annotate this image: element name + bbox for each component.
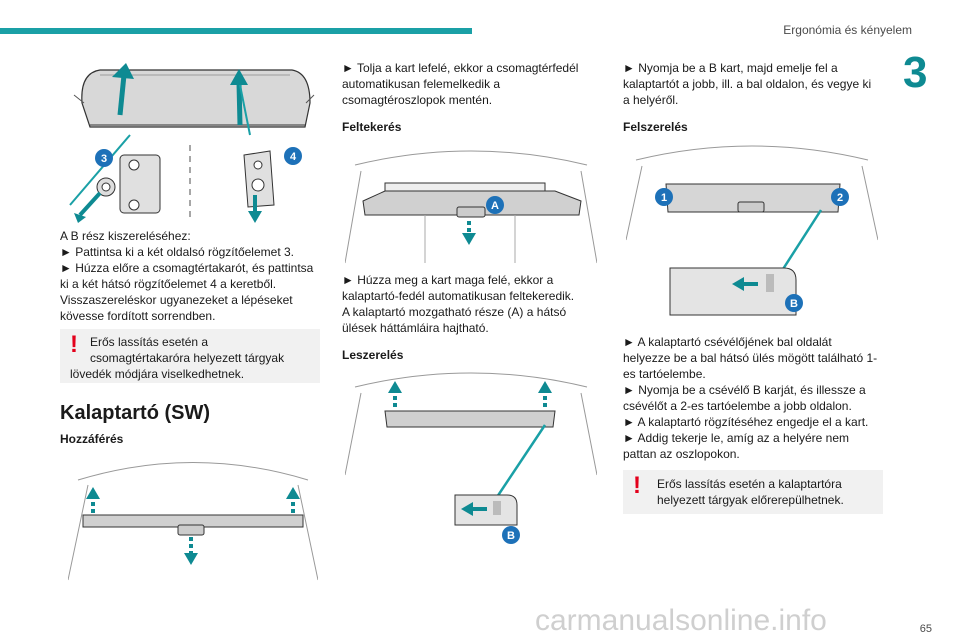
heading-install: Felszerelés — [623, 120, 688, 134]
figure-label-2: 2 — [837, 192, 843, 204]
column-2: ► Tolja a kart lefelé, ekkor a csomagtér… — [342, 60, 612, 134]
step-2b: ki a két hátsó rögzítőelemet 4 a keretbő… — [60, 277, 277, 291]
c2-p2d: ülések háttámláira hajtható. — [342, 321, 489, 335]
column-3: ► Nyomja be a B kart, majd emelje fel a … — [623, 60, 893, 134]
c2-p2a: ► Húzza meg a kart maga felé, ekkor a — [342, 273, 554, 287]
section-title-sw: Kalaptartó (SW) — [60, 402, 210, 424]
c3-p2b: helyezze be a bal hátsó ülés mögött talá… — [623, 351, 878, 365]
warning-box-2: ! Erős lassítás esetén a kalaptartóra he… — [623, 470, 883, 514]
c3-p5a: ► Addig tekerje le, amíg az a helyére ne… — [623, 431, 849, 445]
c2-p1b: automatikusan felemelkedik a — [342, 77, 501, 91]
c2-p1a: ► Tolja a kart lefelé, ekkor a csomagtér… — [342, 61, 579, 75]
page-number: 65 — [919, 623, 932, 635]
chapter-title: Ergonómia és kényelem — [783, 23, 912, 37]
figure-label-b-2: B — [790, 298, 798, 310]
reinstall-a: Visszaszereléskor ugyanezeket a lépéseke… — [60, 293, 293, 307]
c3-p5b: pattan az oszlopokon. — [623, 447, 740, 461]
c2-p1c: csomagtéroszlopok mentén. — [342, 93, 493, 107]
c2-p2c: A kalaptartó mozgatható része (A) a háts… — [342, 305, 567, 319]
warning-1a: Erős lassítás esetén a — [90, 335, 209, 349]
c2-p2b: kalaptartó-fedél automatikusan feltekere… — [342, 289, 575, 303]
c3-p2c: es tartóelembe. — [623, 367, 706, 381]
step-1: ► Pattintsa ki a két oldalsó rögzítőelem… — [60, 245, 294, 259]
figure-label-4: 4 — [290, 151, 297, 163]
warning-1b: csomagtértakaróra helyezett tárgyak — [90, 351, 285, 365]
reinstall-b: kövesse fordított sorrendben. — [60, 309, 216, 323]
chapter-number: 3 — [903, 48, 928, 97]
warning-1c: lövedék módjára viselkedhetnek. — [70, 367, 245, 381]
figure-trunk-cover-removal: 3 4 — [69, 63, 315, 223]
column-3b: ► A kalaptartó csévélőjének bal oldalát … — [623, 334, 893, 462]
c3-p3a: ► Nyomja be a csévélő B karját, és illes… — [623, 383, 866, 397]
warning-box-1: ! Erős lassítás esetén a csomagtértakaró… — [60, 329, 320, 383]
c3-p1c: a helyéről. — [623, 93, 679, 107]
figure-label-3: 3 — [101, 153, 107, 165]
watermark: carmanualsonline.info — [535, 604, 827, 637]
column-1: A B rész kiszereléséhez: ► Pattintsa ki … — [60, 228, 325, 324]
warning-2a: Erős lassítás esetén a kalaptartóra — [657, 477, 842, 491]
heading-access: Hozzáférés — [60, 432, 124, 446]
c3-p4: ► A kalaptartó rögzítéséhez engedje el a… — [623, 415, 869, 429]
column-2b: ► Húzza meg a kart maga felé, ekkor a ka… — [342, 272, 612, 362]
figure-install: 1 2 B — [626, 145, 878, 316]
figure-access — [68, 462, 318, 581]
warning-icon: ! — [70, 331, 78, 358]
heading-remove: Leszerelés — [342, 348, 404, 362]
figure-label-a: A — [491, 200, 499, 212]
header-accent-bar — [0, 28, 472, 34]
figure-label-b-1: B — [507, 530, 515, 542]
c3-p1b: kalaptartót a jobb, ill. a bal oldalon, … — [623, 77, 872, 91]
figure-roll-up: A — [345, 150, 597, 264]
warning-icon-2: ! — [633, 472, 641, 499]
warning-2b: helyezett tárgyak előrerepülhetnek. — [657, 493, 844, 507]
c3-p1a: ► Nyomja be a B kart, majd emelje fel a — [623, 61, 838, 75]
figure-remove: B — [345, 372, 597, 544]
figure-label-1: 1 — [661, 192, 667, 204]
step-2a: ► Húzza előre a csomagtértakarót, és pat… — [60, 261, 314, 275]
intro-text: A B rész kiszereléséhez: — [60, 229, 191, 243]
c3-p3b: csévélőt a 2-es tartóelembe a jobb oldal… — [623, 399, 852, 413]
c3-p2a: ► A kalaptartó csévélőjének bal oldalát — [623, 335, 832, 349]
heading-roll-up: Feltekerés — [342, 120, 402, 134]
